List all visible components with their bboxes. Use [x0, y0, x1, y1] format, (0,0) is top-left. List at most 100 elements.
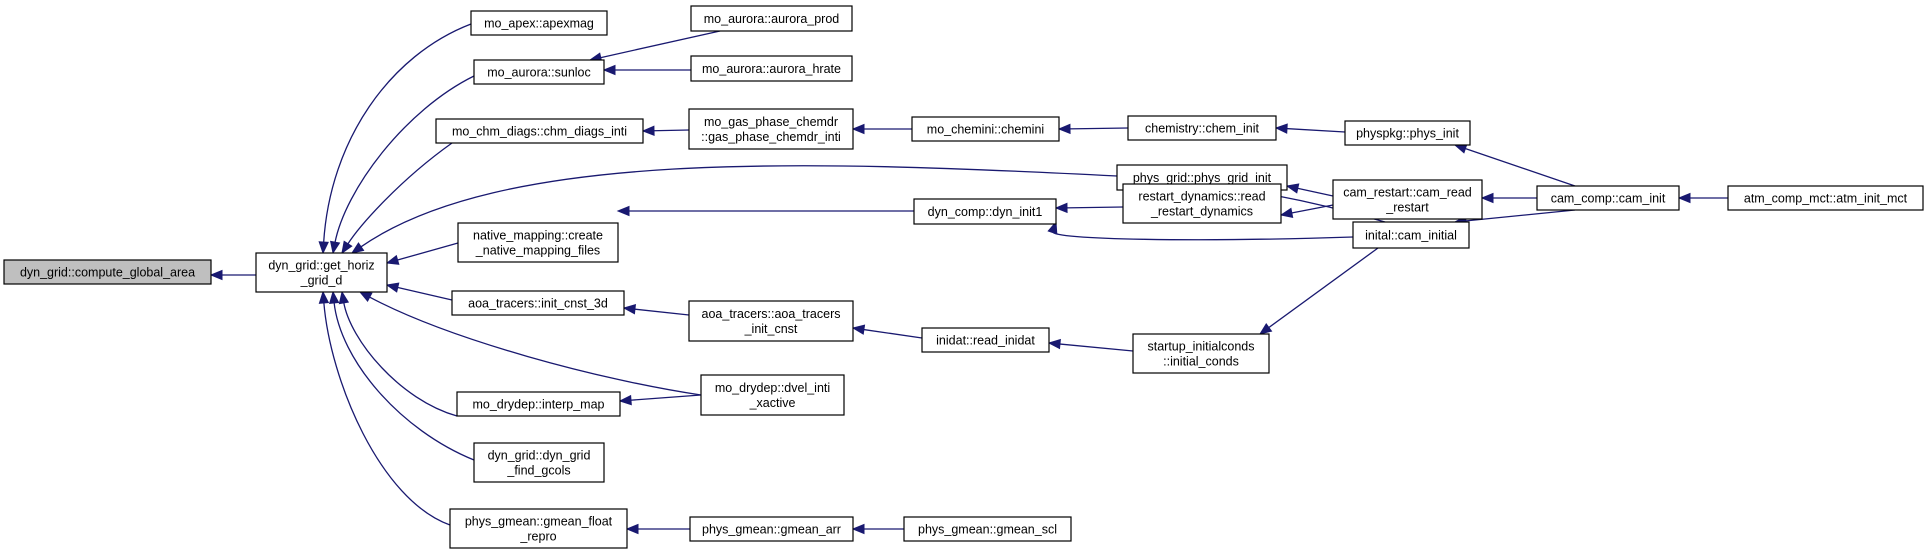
node-init-cnst-3d[interactable]: aoa_tracers::init_cnst_3d	[451, 290, 625, 316]
node-gmean-arr[interactable]: phys_gmean::gmean_arr	[689, 516, 854, 542]
node-box[interactable]	[700, 374, 845, 416]
arrow-head-icon	[1480, 192, 1494, 204]
node-compute-global-area[interactable]: dyn_grid::compute_global_area	[3, 259, 212, 285]
node-atm-init-mct[interactable]: atm_comp_mct::atm_init_mct	[1727, 185, 1924, 211]
node-label: cam_comp::cam_init	[1551, 192, 1666, 206]
node-box[interactable]	[688, 108, 854, 150]
node-box[interactable]	[1727, 185, 1924, 211]
node-box[interactable]	[688, 300, 854, 342]
edge-initial_conds-to-read_inidat	[1047, 338, 1134, 352]
edge-line	[1285, 127, 1346, 133]
edge-line	[1058, 343, 1134, 352]
edge-read_inidat-to-aoa_tracers_init_cnst	[851, 324, 923, 339]
edge-line	[1052, 230, 1354, 241]
node-initial-conds[interactable]: startup_initialconds::initial_conds	[1132, 333, 1270, 374]
edge-cam_read_restart-to-read_restart_dynamics	[1279, 204, 1334, 218]
node-cam-initial[interactable]: inital::cam_initial	[1352, 221, 1470, 249]
node-aurora-prod[interactable]: mo_aurora::aurora_prod	[690, 5, 853, 32]
node-box[interactable]	[911, 116, 1060, 142]
node-aurora-hrate[interactable]: mo_aurora::aurora_hrate	[690, 55, 853, 82]
node-box[interactable]	[690, 55, 853, 82]
node-box[interactable]	[1127, 115, 1277, 141]
arrow-head-icon	[851, 324, 866, 335]
node-box[interactable]	[456, 391, 621, 417]
node-box[interactable]	[451, 290, 625, 316]
node-gas-phase-chemdr-inti[interactable]: mo_gas_phase_chemdr::gas_phase_chemdr_in…	[688, 108, 854, 150]
edge-line	[359, 165, 1118, 248]
node-gmean-float-repro[interactable]: phys_gmean::gmean_float_repro	[449, 508, 628, 549]
node-label: phys_gmean::gmean_arr	[702, 523, 841, 537]
node-chm-diags-inti[interactable]: mo_chm_diags::chm_diags_inti	[435, 118, 644, 144]
node-dvel-inti-xactive[interactable]: mo_drydep::dvel_inti_xactive	[700, 374, 845, 416]
edge-line	[599, 30, 721, 59]
node-box[interactable]	[473, 59, 605, 85]
node-label: mo_aurora::sunloc	[487, 66, 591, 80]
node-box[interactable]	[435, 118, 644, 144]
node-create-native-mapping-files[interactable]: native_mapping::create_native_mapping_fi…	[457, 222, 619, 263]
node-box[interactable]	[1332, 179, 1483, 220]
node-get-horiz-grid-d[interactable]: dyn_grid::get_horiz_grid_d	[255, 252, 388, 293]
node-box[interactable]	[921, 327, 1050, 353]
node-label: inital::cam_initial	[1365, 229, 1457, 243]
node-dyn-init1[interactable]: dyn_comp::dyn_init1	[913, 198, 1057, 225]
edge-cam_read_restart-to-phys_grid_init	[1285, 183, 1334, 197]
edge-line	[323, 301, 451, 526]
node-cam-init[interactable]: cam_comp::cam_init	[1536, 185, 1680, 211]
node-box[interactable]	[1536, 185, 1680, 211]
node-apexmag[interactable]: mo_apex::apexmag	[470, 10, 608, 36]
edge-line	[1065, 206, 1124, 209]
node-box[interactable]	[1122, 183, 1282, 224]
edge-line	[633, 308, 690, 316]
node-label: dyn_grid::dyn_grid	[488, 449, 591, 463]
node-interp-map[interactable]: mo_drydep::interp_map	[456, 391, 621, 417]
node-box[interactable]	[255, 252, 388, 293]
node-label: startup_initialconds	[1147, 340, 1254, 354]
edge-get_horiz_grid_d-to-compute_global_area	[209, 269, 256, 281]
edge-chemini-to-gas_phase_chemdr_inti	[851, 123, 912, 135]
node-label: phys_gmean::gmean_scl	[918, 523, 1057, 537]
node-box[interactable]	[1344, 120, 1471, 146]
node-box[interactable]	[470, 10, 608, 36]
edge-gmean_float_repro-to-get_horiz_grid_d	[318, 290, 451, 526]
node-box[interactable]	[690, 5, 853, 32]
node-label: mo_drydep::dvel_inti	[715, 381, 830, 395]
edge-line	[396, 286, 453, 301]
edge-aurora_hrate-to-sunloc	[602, 64, 691, 76]
node-box[interactable]	[1352, 221, 1470, 249]
node-box[interactable]	[689, 516, 854, 542]
edge-atm_init_mct-to-cam_init	[1677, 192, 1728, 204]
node-box[interactable]	[903, 516, 1072, 542]
node-box[interactable]	[3, 259, 212, 285]
node-phys-init[interactable]: physpkg::phys_init	[1344, 120, 1471, 146]
node-box[interactable]	[449, 508, 628, 549]
node-sunloc[interactable]: mo_aurora::sunloc	[473, 59, 605, 85]
edge-read_restart_dynamics-to-dyn_init1	[1054, 202, 1124, 214]
node-read-restart-dynamics[interactable]: restart_dynamics::read_restart_dynamics	[1122, 183, 1282, 224]
node-box[interactable]	[473, 442, 605, 483]
arrow-head-icon	[1258, 322, 1273, 335]
node-read-inidat[interactable]: inidat::read_inidat	[921, 327, 1050, 353]
node-dyn-grid-find-gcols[interactable]: dyn_grid::dyn_grid_find_gcols	[473, 442, 605, 483]
node-label: ::initial_conds	[1163, 355, 1239, 369]
edge-interp_map-to-get_horiz_grid_d	[338, 290, 458, 417]
node-aoa-tracers-init-cnst[interactable]: aoa_tracers::aoa_tracers_init_cnst	[688, 300, 854, 342]
edge-line	[1296, 187, 1334, 197]
node-cam-read-restart[interactable]: cam_restart::cam_read_restart	[1332, 179, 1483, 220]
node-chemini[interactable]: mo_chemini::chemini	[911, 116, 1060, 142]
node-gmean-scl[interactable]: phys_gmean::gmean_scl	[903, 516, 1072, 542]
node-label: restart_dynamics::read	[1138, 190, 1265, 204]
node-box[interactable]	[913, 198, 1057, 225]
node-chem-init[interactable]: chemistry::chem_init	[1127, 115, 1277, 141]
node-label: phys_grid::phys_grid_init	[1133, 171, 1272, 185]
node-box[interactable]	[1132, 333, 1270, 374]
edge-chm_diags_inti-to-get_horiz_grid_d	[341, 142, 453, 255]
edge-line	[862, 328, 923, 339]
arrow-head-icon	[1274, 123, 1288, 134]
arrow-head-icon	[338, 290, 350, 305]
edge-line	[652, 129, 690, 132]
node-box[interactable]	[457, 222, 619, 263]
node-label: _init_cnst	[744, 322, 798, 336]
node-label: chemistry::chem_init	[1145, 122, 1259, 136]
edge-line	[1464, 209, 1576, 222]
